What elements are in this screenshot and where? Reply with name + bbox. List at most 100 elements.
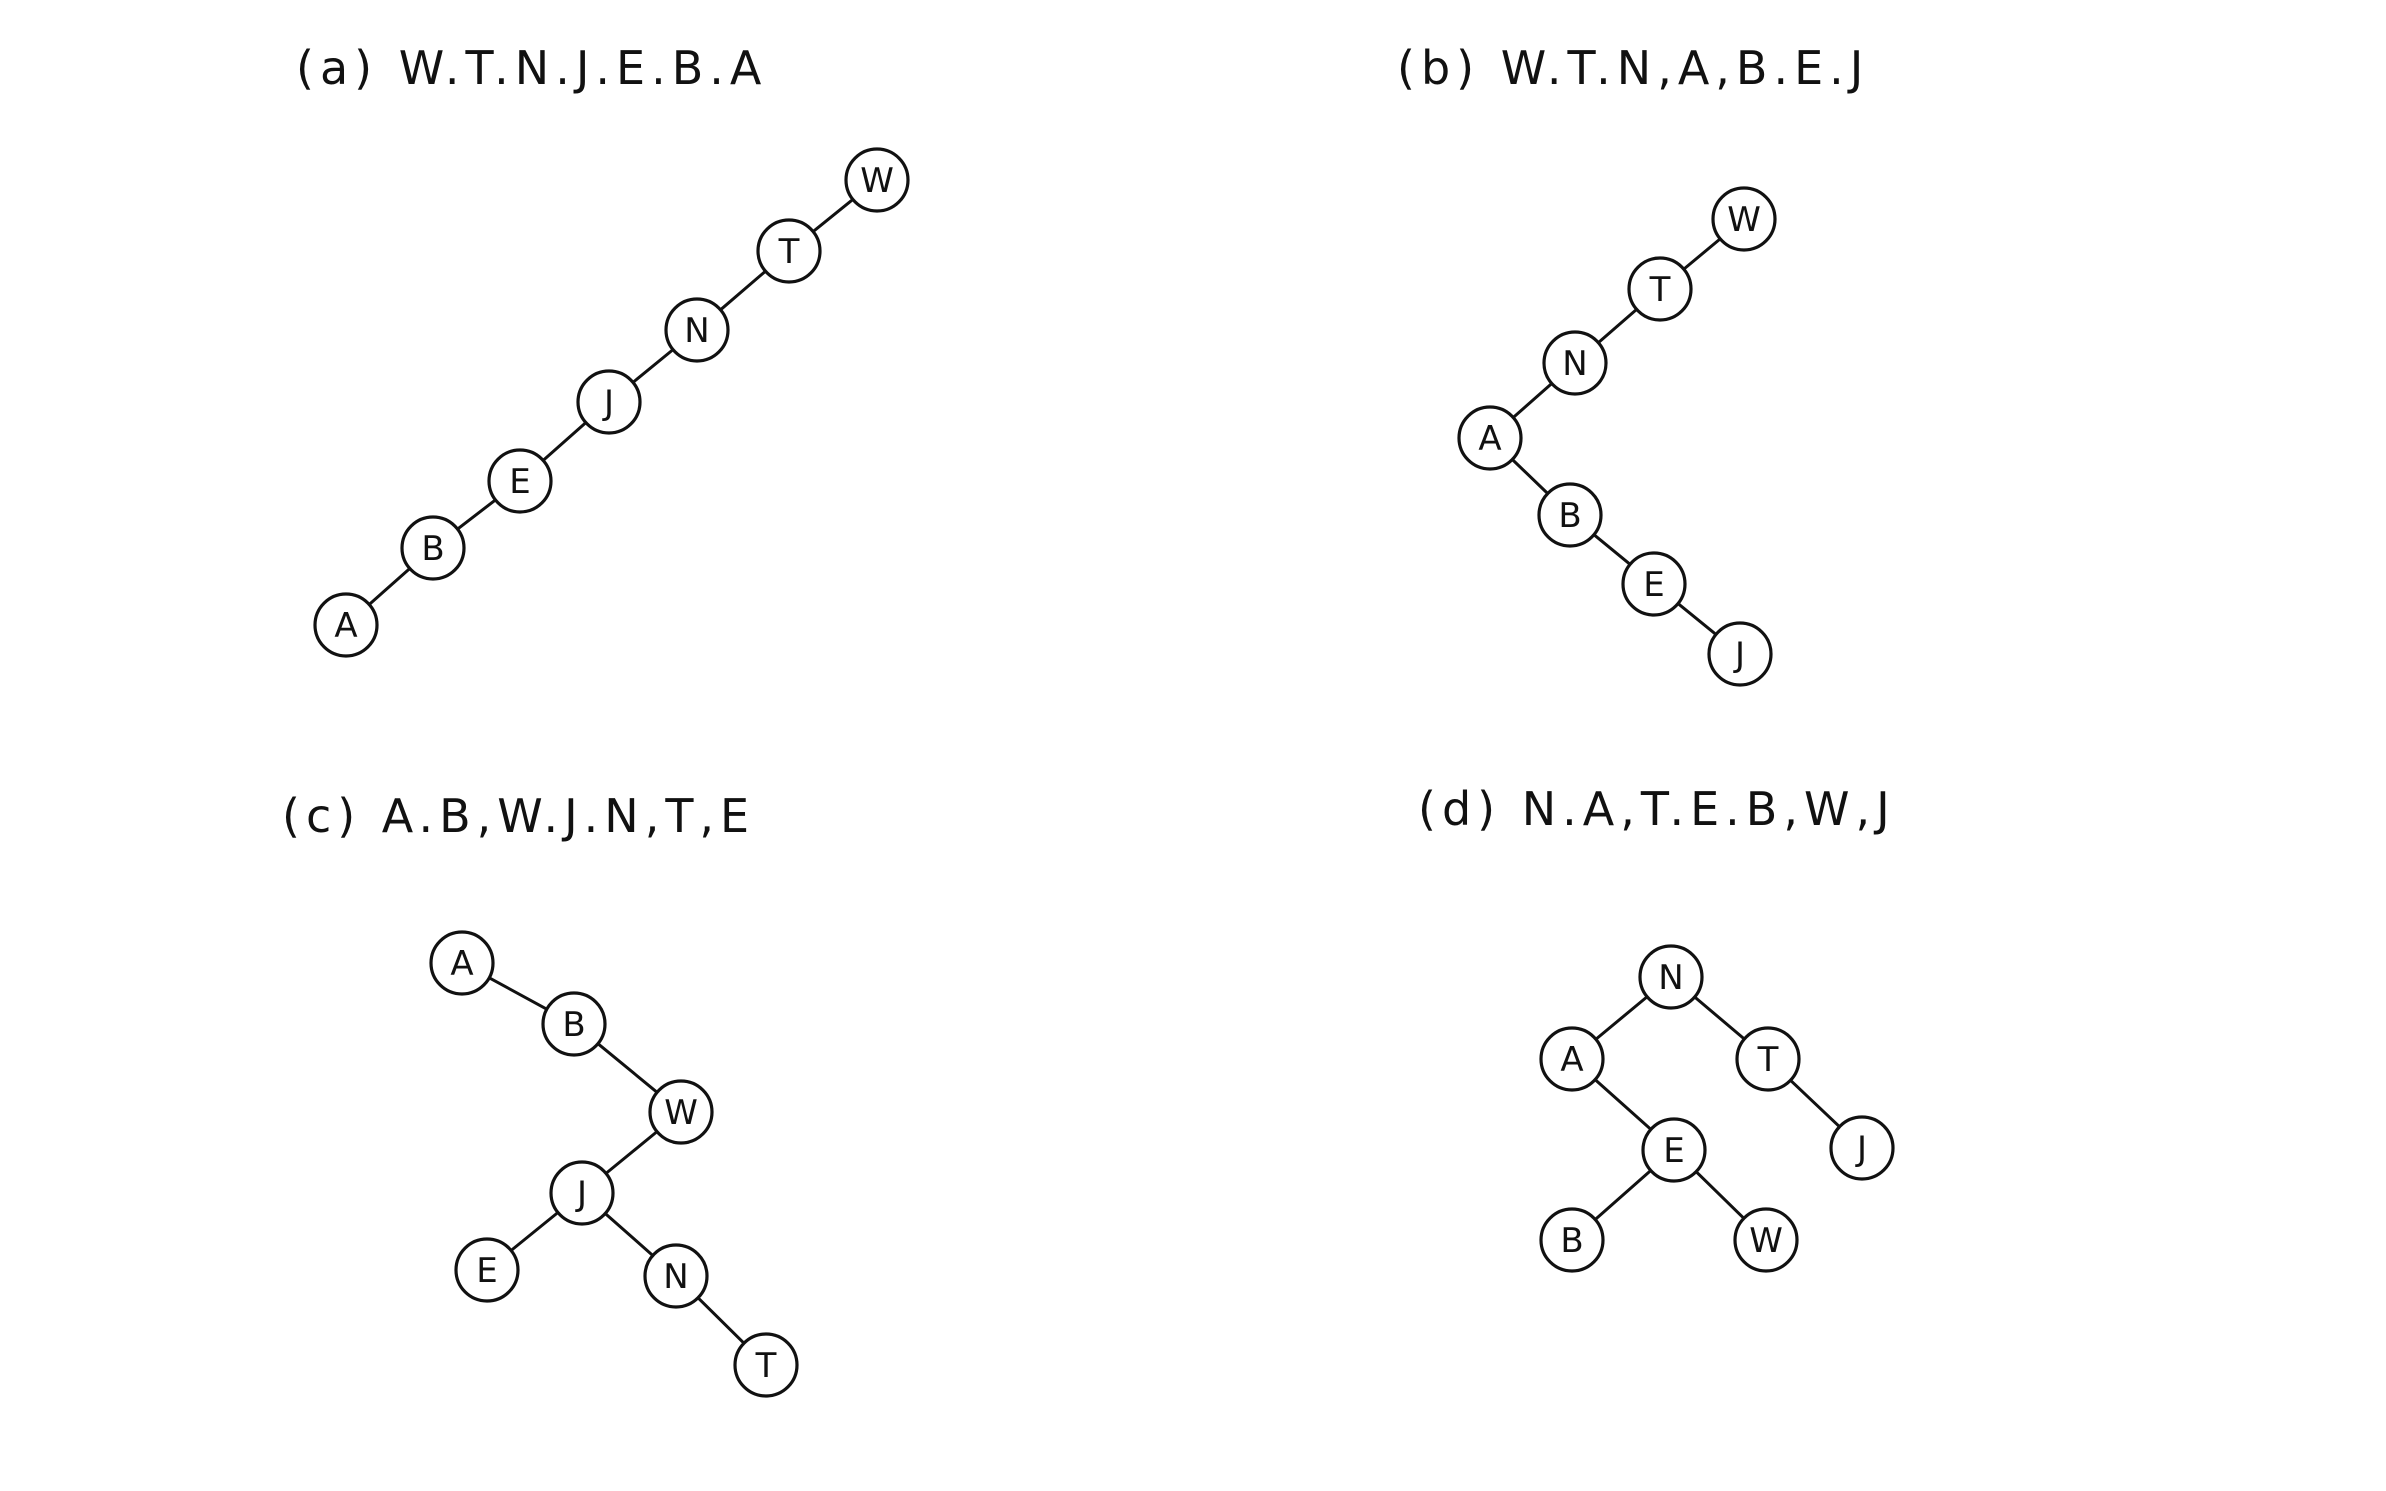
panel-a-node-e: E [487,448,553,514]
panel-d-node-label-w: W [1749,1221,1783,1261]
panel-b-edge-e-j [1676,602,1718,636]
panel-a-node-circle-t [756,218,822,284]
panel-b-node-t: T [1627,256,1693,322]
panel-b-node-circle-n [1542,330,1608,396]
panel-b-node-label-t: T [1649,270,1671,310]
panel-d-node-w: W [1733,1207,1799,1273]
panel-b-edge-n-a [1511,382,1554,419]
panel-d-node-t: T [1735,1026,1801,1092]
panel-a-node-label-n: N [684,311,709,351]
panel-b-node-circle-e [1621,551,1687,617]
panel-a-node-w: W [844,147,910,213]
panel-a-edge-n-j [631,348,675,384]
panel-d-edge-a-e [1593,1078,1653,1131]
panel-b-node-circle-j [1707,621,1773,687]
panel-d-edge-t-j [1789,1078,1841,1129]
panel-b-node-w: W [1711,186,1777,252]
panel-d-node-b: B [1539,1207,1605,1273]
panel-a-edge-j-e [541,421,588,462]
panel-c-node-e: E [454,1237,520,1303]
panel-a-node-label-e: E [509,462,530,502]
panel-a-node-circle-j [576,369,642,435]
panel-b-title: (b) W.T.N,A,B.E.J [1397,41,1869,95]
panel-b-node-label-n: N [1562,344,1587,384]
panel-a: (a) W.T.N.J.E.B.A W T N J E B A [296,41,910,658]
panel-b-edge-t-n [1596,307,1639,345]
panel-a-edge-w-t [811,197,855,234]
panel-b-node-label-w: W [1727,200,1761,240]
panel-d-node-label-t: T [1757,1040,1779,1080]
panel-d-title: (d) N.A,T.E.B,W,J [1418,782,1896,836]
panel-b-node-n: N [1542,330,1608,396]
panel-b-edge-w-t [1682,237,1722,271]
panel-d: (d) N.A,T.E.B,W,J N A T E J B W [1418,782,1896,1273]
panel-c-node-circle-t [733,1332,799,1398]
panel-a-node-circle-w [844,147,910,213]
panel-d-node-n: N [1638,944,1704,1010]
panel-a-title: (a) W.T.N.J.E.B.A [296,41,767,95]
panel-c-node-w: W [648,1079,714,1145]
panel-a-node-j: J [576,369,642,435]
panel-c-edge-b-w [596,1042,659,1094]
panel-d-node-label-j: J [1855,1129,1867,1169]
panel-c-node-circle-e [454,1237,520,1303]
panel-c-node-label-j: J [575,1174,587,1214]
panel-d-edges [1593,995,1841,1221]
panel-a-node-label-j: J [602,383,614,423]
panel-d-node-a: A [1539,1026,1605,1092]
panel-a-node-a: A [313,592,379,658]
panel-c-node-n: N [643,1243,709,1309]
panel-c-edge-n-t [696,1296,746,1345]
panel-d-nodes: N A T E J B W [1539,944,1895,1273]
panel-b-node-circle-w [1711,186,1777,252]
panel-b-node-j: J [1707,621,1773,687]
panel-d-node-label-n: N [1658,958,1683,998]
panel-a-node-circle-b [400,515,466,581]
panel-b-node-circle-t [1627,256,1693,322]
panel-b-node-a: A [1457,405,1523,471]
panel-c-node-label-b: B [562,1005,585,1045]
panel-d-edge-n-t [1693,995,1746,1041]
panel-a-node-label-w: W [860,161,894,201]
panel-a-node-n: N [664,297,730,363]
panel-c-edges [487,976,746,1345]
panel-c-node-circle-n [643,1243,709,1309]
panel-c-node-circle-a [429,930,495,996]
panel-d-edge-e-b [1593,1169,1653,1221]
panel-c-node-t: T [733,1332,799,1398]
panel-d-node-circle-t [1735,1026,1801,1092]
panel-a-edge-e-b [456,498,497,531]
panel-b-node-circle-a [1457,405,1523,471]
panel-c-node-circle-j [549,1160,615,1226]
panel-d-node-label-e: E [1663,1131,1684,1171]
panel-a-node-label-t: T [778,232,800,272]
panel-a-edge-b-a [367,567,412,606]
panel-c-node-label-w: W [664,1093,698,1133]
panel-d-node-label-a: A [1560,1040,1583,1080]
panel-d-node-circle-e [1641,1117,1707,1183]
panel-c-node-circle-w [648,1079,714,1145]
panel-a-node-circle-a [313,592,379,658]
panel-b-node-label-e: E [1643,565,1664,605]
panel-c-node-label-e: E [476,1251,497,1291]
panel-d-node-j: J [1829,1115,1895,1181]
panel-c-node-circle-b [541,991,607,1057]
panel-d-node-circle-a [1539,1026,1605,1092]
panel-a-node-t: T [756,218,822,284]
panel-c-edge-j-e [509,1211,560,1252]
panel-d-edge-e-w [1694,1170,1746,1220]
panel-d-node-circle-j [1829,1115,1895,1181]
panel-c-edge-j-n [603,1212,655,1257]
panel-b-node-label-b: B [1558,496,1581,536]
panel-b-edge-a-b [1510,457,1550,496]
panel-b-edges [1510,237,1722,636]
panel-c-node-label-t: T [755,1346,777,1386]
panel-b-node-label-a: A [1478,419,1501,459]
panel-a-edges [367,197,855,606]
panel-a-node-label-b: B [421,529,444,569]
panel-b-nodes: W T N A B E J [1457,186,1777,687]
panel-b-node-label-j: J [1733,635,1745,675]
panel-b-node-e: E [1621,551,1687,617]
